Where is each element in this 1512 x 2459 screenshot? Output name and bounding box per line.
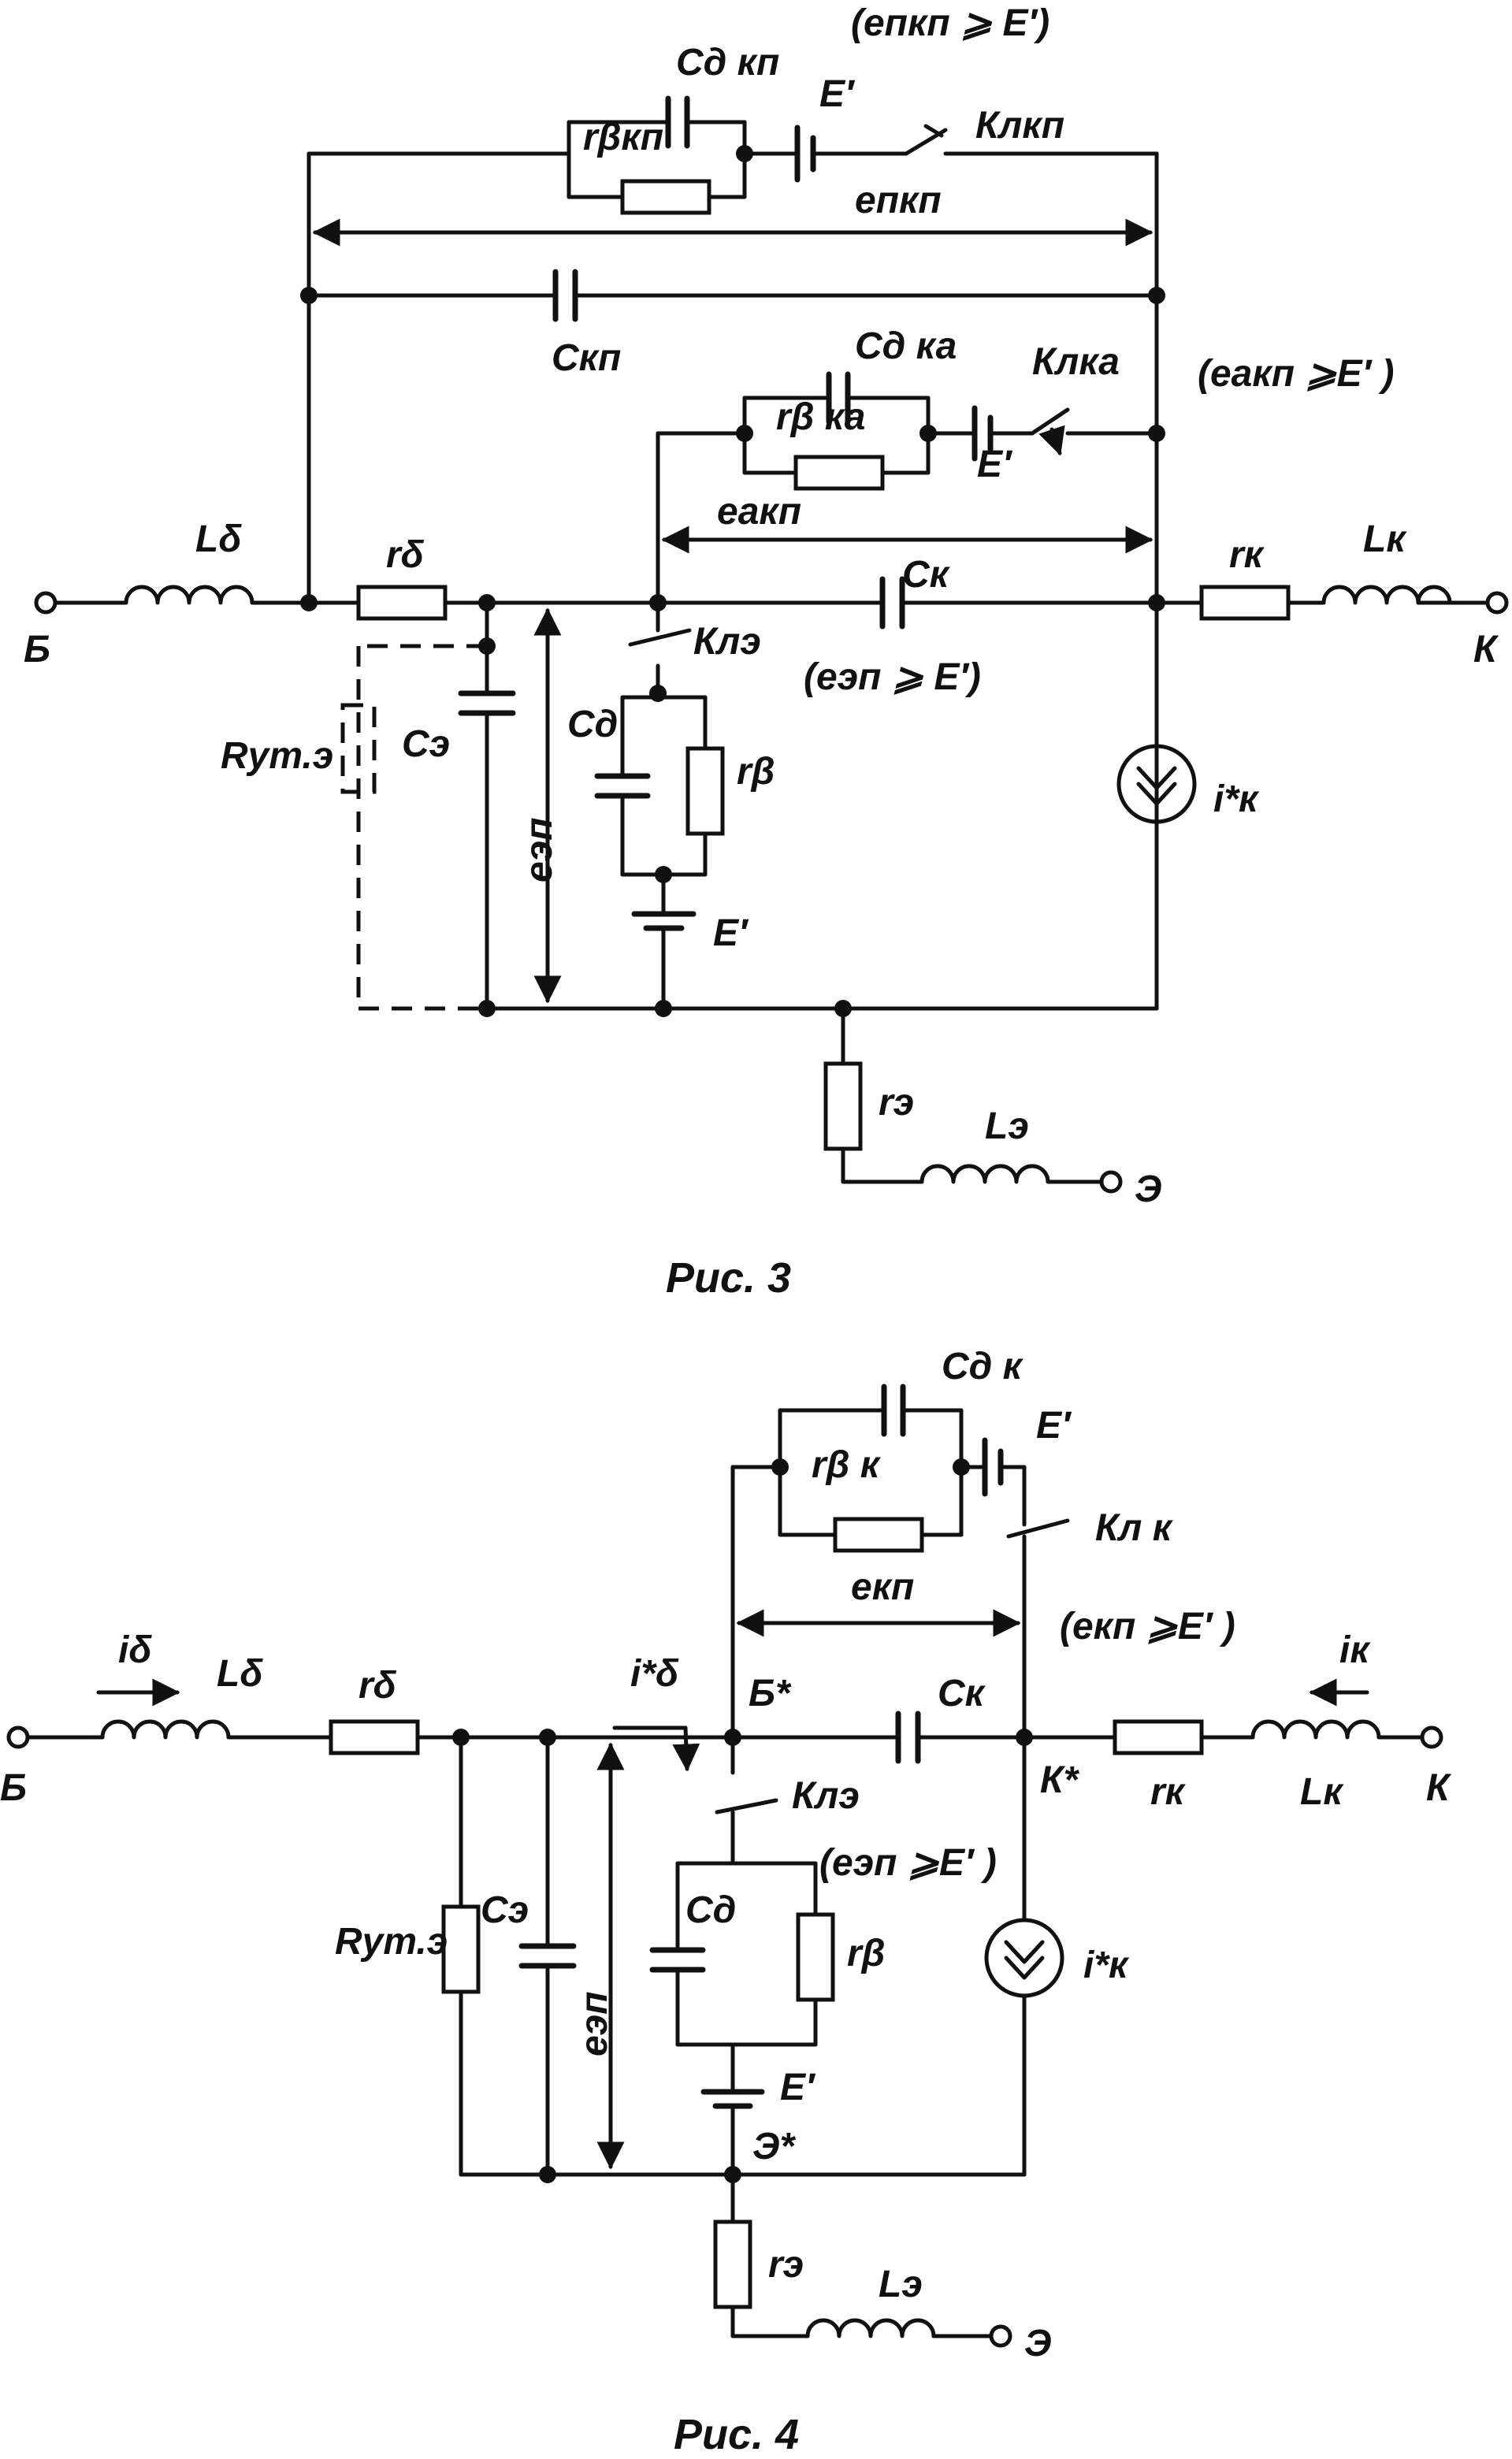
fig4-label-c-e: Cэ xyxy=(481,1889,529,1931)
fig3-r-b-resistor xyxy=(356,585,448,621)
fig4-label-i-b-star: i*δ xyxy=(630,1653,679,1695)
fig3-r-e-resistor xyxy=(823,1061,863,1151)
fig3-label-l-k: Lк xyxy=(1363,518,1407,560)
fig4-label-kl-e: Клэ xyxy=(792,1775,860,1817)
fig3-terminal-b xyxy=(34,591,58,615)
fig3-label-kl-kp: Клкп xyxy=(975,105,1064,147)
fig3-r-k-resistor xyxy=(1199,585,1291,621)
fig4-label-e-top: E′ xyxy=(1036,1405,1072,1447)
fig4-kp-branch xyxy=(730,1384,1070,1740)
fig3-label-c-k: Cк xyxy=(902,554,951,596)
fig4-label-c-k: Cк xyxy=(938,1673,986,1714)
fig3-label-r-ut: Rут.э xyxy=(221,735,333,777)
fig4-label-r-b: rδ xyxy=(358,1665,397,1707)
fig4-main-line xyxy=(6,1678,1443,1772)
fig3-label-r-e: rэ xyxy=(879,1082,914,1124)
fig3-label-node-k: К xyxy=(1473,629,1499,670)
fig4-r-b-resistor xyxy=(329,1719,420,1755)
fig4-label-kl-k: Кл к xyxy=(1095,1507,1174,1549)
fig4-label-r-e: rэ xyxy=(768,2244,804,2286)
fig4-terminal-k xyxy=(1420,1725,1443,1749)
fig4-label-cd-k: Cд к xyxy=(942,1346,1024,1387)
fig4-caption: Рис. 4 xyxy=(674,2411,799,2458)
figure-3: (eпкп ⩾ E′) Cд кп rβкп E′ Клкп eпкп Cкп … xyxy=(24,2,1509,1302)
fig4-label-r-k: rк xyxy=(1150,1771,1187,1813)
fig3-label-c-kp: Cкп xyxy=(552,337,621,379)
fig3-label-kl-ka: Клка xyxy=(1032,341,1120,383)
fig3-label-l-b: Lδ xyxy=(195,518,242,560)
fig4-lower-section xyxy=(441,1735,1064,2348)
fig3-label-e-ep: eэп xyxy=(518,818,560,883)
fig4-cond-ep: (eэп ⩾E′ ) xyxy=(819,1842,997,1884)
fig3-caption: Рис. 3 xyxy=(666,1254,791,1302)
fig3-label-e-low: E′ xyxy=(713,912,749,954)
fig4-label-i-k-in: iк xyxy=(1339,1629,1371,1671)
fig3-terminal-e xyxy=(1099,1170,1123,1194)
fig3-label-c-d: Cд xyxy=(567,704,618,745)
fig3-label-e-mid: E′ xyxy=(977,444,1013,485)
fig3-label-e-ka: eакп xyxy=(717,491,801,533)
fig3-label-cd-ka: Cд ка xyxy=(855,325,957,367)
fig3-label-r-k: rк xyxy=(1229,534,1265,576)
fig4-label-rb-k: rβ к xyxy=(812,1444,882,1486)
fig3-main-line xyxy=(34,576,1509,630)
fig3-label-l-e: Lэ xyxy=(985,1105,1029,1147)
fig4-terminal-b xyxy=(6,1725,30,1749)
fig4-label-l-b: Lδ xyxy=(217,1653,263,1695)
fig3-kp-branch xyxy=(300,95,1165,1011)
fig4-label-e-star: Э* xyxy=(752,2126,797,2167)
fig3-label-kl-e: Клэ xyxy=(693,621,761,663)
fig4-r-k-resistor xyxy=(1113,1719,1204,1755)
fig3-label-c-e: Cэ xyxy=(402,723,450,765)
fig4-label-i-k-star: i*к xyxy=(1083,1945,1130,1986)
fig4-terminal-e xyxy=(989,2324,1012,2348)
fig3-label-rb-ka: rβ ка xyxy=(776,396,865,438)
fig3-label-i-k: i*к xyxy=(1213,778,1260,820)
fig4-label-node-b: Б xyxy=(0,1767,27,1809)
fig3-label-r-b: rδ xyxy=(386,534,425,576)
fig3-label-rb-kp: rβкп xyxy=(583,117,663,158)
fig4-label-i-b: iδ xyxy=(118,1629,152,1671)
fig4-cond-kp: (eкп ⩾E′ ) xyxy=(1060,1606,1235,1647)
fig4-label-e-ep: eэп xyxy=(574,1992,615,2057)
fig3-cond-ep: (eэп ⩾ E′) xyxy=(804,656,981,698)
fig3-terminal-k xyxy=(1485,591,1509,615)
fig3-label-e-kp: eпкп xyxy=(855,180,942,221)
fig4-label-r-ut: Rут.э xyxy=(335,1921,448,1963)
fig3-label-node-e: Э xyxy=(1135,1168,1162,1210)
fig4-label-k-star: К* xyxy=(1040,1759,1080,1801)
fig4-label-node-k: К xyxy=(1426,1767,1452,1809)
fig3-label-r-beta: rβ xyxy=(737,751,775,793)
fig3-ka-branch xyxy=(656,371,1165,605)
fig3-cond-ka: (eакп ⩾E′ ) xyxy=(1198,353,1394,395)
fig3-cond-kp: (eпкп ⩾ E′) xyxy=(851,2,1049,44)
fig4-label-l-e: Lэ xyxy=(879,2264,923,2305)
fig3-labels: (eпкп ⩾ E′) Cд кп rβкп E′ Клкп eпкп Cкп … xyxy=(24,2,1499,1302)
fig4-label-b-star: Б* xyxy=(749,1673,792,1714)
figure-4: Cд к E′ rβ к Кл к eкп (eкп ⩾E′ ) iδ Lδ r… xyxy=(0,1346,1452,2458)
fig4-labels: Cд к E′ rβ к Кл к eкп (eкп ⩾E′ ) iδ Lδ r… xyxy=(0,1346,1452,2458)
fig3-lower-section xyxy=(340,600,1197,1194)
fig4-label-node-e: Э xyxy=(1024,2323,1052,2364)
fig4-label-c-d: Cд xyxy=(685,1889,736,1931)
fig4-label-l-k: Lк xyxy=(1300,1771,1344,1813)
fig4-label-e-kp: eкп xyxy=(851,1566,914,1608)
fig4-label-e-low: E′ xyxy=(780,2067,816,2108)
fig3-label-node-b: Б xyxy=(24,629,50,670)
fig3-label-cd-kp: Cд кп xyxy=(676,42,779,84)
fig3-label-e-top: E′ xyxy=(819,73,856,115)
fig4-label-r-beta: rβ xyxy=(847,1933,885,1974)
fig4-r-e-resistor xyxy=(713,2219,752,2309)
